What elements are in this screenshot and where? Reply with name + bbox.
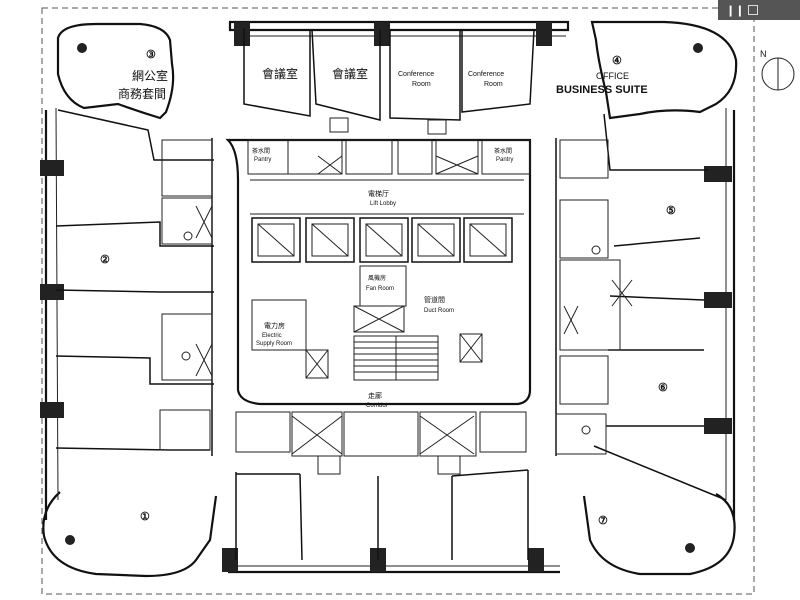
pause-icon[interactable]: ❙❙ (726, 3, 745, 17)
compass-label: N (760, 49, 767, 59)
conference-room-a-sub: Room (412, 81, 431, 88)
suite-4-number: ④ (612, 55, 622, 67)
suite-2-number: ② (100, 254, 110, 266)
plan-border (41, 7, 755, 595)
lift-lobby-cn: 電梯厅 (368, 189, 389, 198)
duct-room-label: Duct Room (424, 308, 454, 314)
conference-room-a-label: Conference (398, 71, 434, 78)
viewer-toolbar[interactable]: ❙❙ (718, 0, 800, 20)
electric-room-sub: Supply Room (256, 341, 292, 347)
suite-7-number: ⑦ (598, 515, 608, 527)
pantry-right-label: Pantry (496, 157, 513, 163)
fan-room-label: Fan Room (366, 286, 394, 292)
corridor-label: Corridor (366, 403, 388, 409)
meeting-room-b-label: 會議室 (332, 66, 368, 81)
north-compass: N (760, 49, 795, 91)
lift-shafts (251, 217, 513, 263)
electric-room-cn: 電力房 (264, 321, 285, 330)
right-suites (555, 113, 727, 501)
structural-columns (40, 22, 732, 572)
conference-room-b-sub: Room (484, 81, 503, 88)
suite-3-number: ③ (146, 49, 156, 61)
pantry-right-cn: 茶水間 (494, 147, 512, 155)
building-outline (42, 20, 738, 578)
fan-room-cn: 風機房 (368, 274, 386, 282)
central-core: 茶水間 Pantry 茶水間 Pantry 電梯厅 Lift Lobby 風機房… (225, 117, 532, 406)
top-rooms: 會議室 會議室 Conference Room Conference Room (243, 28, 535, 121)
window-icon[interactable] (748, 5, 759, 15)
duct-room-cn: 管道間 (424, 295, 445, 304)
pantry-left-cn: 茶水間 (252, 147, 270, 155)
bottom-rooms (235, 411, 529, 561)
pantry-left-label: Pantry (254, 157, 271, 163)
suite-1-number: ① (140, 511, 150, 523)
lift-lobby-label: Lift Lobby (370, 201, 396, 207)
left-suites (55, 109, 214, 456)
corridor-cn: 走廊 (368, 391, 382, 400)
meeting-room-a-label: 會議室 (262, 66, 298, 81)
electric-room-label: Electric (262, 333, 282, 339)
conference-room-b-label: Conference (468, 71, 504, 78)
suite-3-label-line2: 商務套間 (118, 86, 166, 101)
suite-4-label-line1: OFFICE (596, 71, 629, 81)
suite-5-number: ⑤ (666, 205, 676, 217)
suite-4-label-line2: BUSINESS SUITE (556, 84, 648, 96)
suite-3-label-line1: 網公室 (132, 68, 168, 83)
staircase (353, 335, 439, 381)
suite-6-number: ⑥ (658, 382, 668, 394)
